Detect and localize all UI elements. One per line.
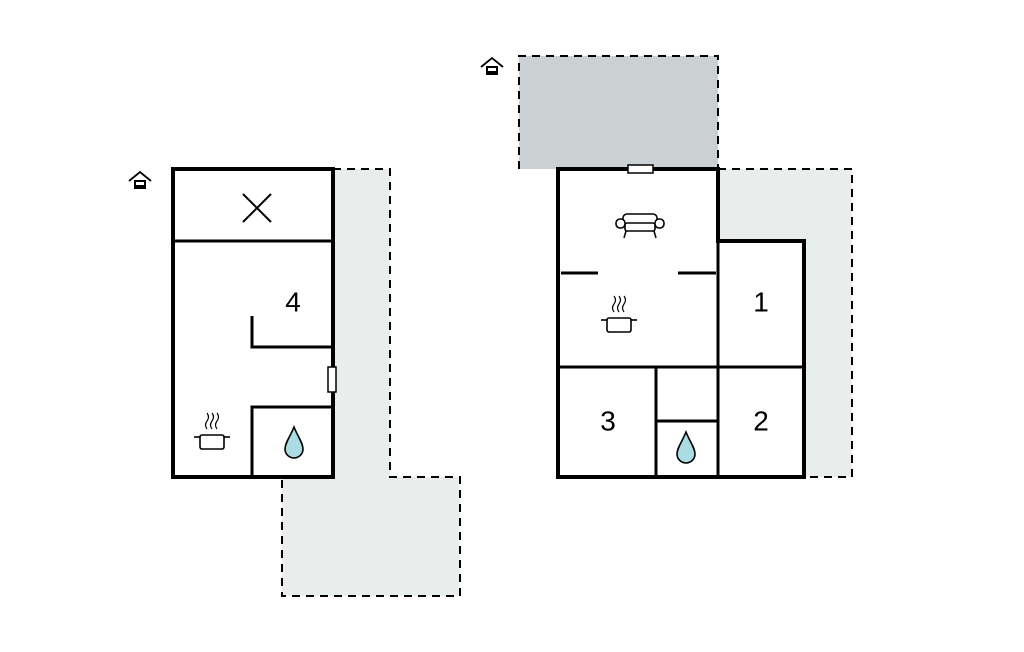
left-terrace bbox=[282, 169, 460, 596]
cross-icon bbox=[242, 193, 272, 223]
cooking-pot-icon bbox=[194, 412, 230, 450]
room-label-4: 4 bbox=[285, 286, 301, 317]
water-drop-icon bbox=[284, 424, 304, 459]
room-label-3: 3 bbox=[600, 405, 616, 436]
covered-area bbox=[519, 56, 718, 169]
room-label-2: 2 bbox=[753, 405, 769, 436]
right-building: 1 2 3 bbox=[480, 55, 853, 479]
entrance-icon bbox=[128, 170, 152, 189]
cooking-pot-icon bbox=[601, 295, 637, 333]
sofa-icon bbox=[615, 213, 665, 239]
entrance-icon bbox=[480, 56, 504, 75]
room-label-1: 1 bbox=[753, 286, 769, 317]
right-terrace bbox=[718, 169, 852, 477]
right-window bbox=[627, 164, 654, 174]
right-outer-wall bbox=[556, 167, 806, 479]
left-building: 4 bbox=[128, 167, 461, 597]
left-window bbox=[327, 366, 337, 393]
water-drop-icon bbox=[676, 429, 696, 464]
